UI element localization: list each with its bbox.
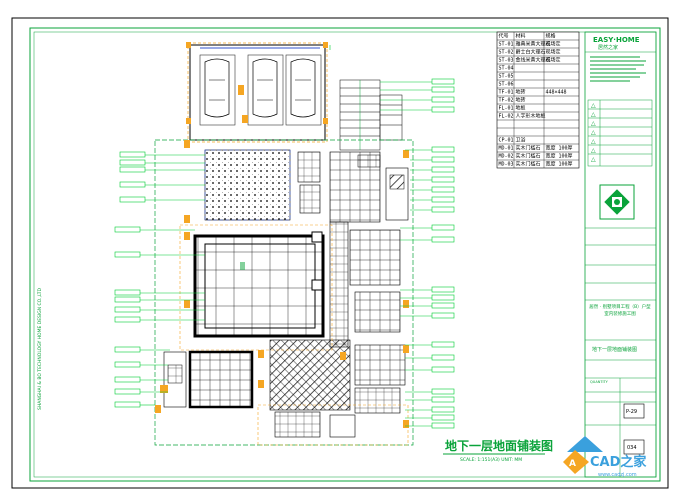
revision-mark: △ bbox=[591, 111, 596, 118]
table-cell: MD-02 bbox=[499, 154, 514, 160]
brand-name: EASY·HOME bbox=[593, 36, 640, 44]
vertical-company-note: SHANGHAI & BO TECHNOLOGY HOME DESIGN CO.… bbox=[37, 287, 43, 410]
table-cell: ST-05 bbox=[499, 74, 514, 80]
table-cell: MD-03 bbox=[499, 162, 514, 168]
watermark-url: www.cadzj.com bbox=[598, 472, 637, 478]
revision-mark: △ bbox=[591, 102, 596, 109]
table-cell: 地砖 bbox=[516, 97, 526, 104]
table-cell: CP-01 bbox=[499, 138, 514, 144]
cad-house-icon: A bbox=[563, 436, 603, 474]
table-header-cell: 材料 bbox=[516, 33, 526, 40]
column-markers bbox=[155, 140, 409, 428]
table-cell: 金线米黄大理石 bbox=[516, 57, 551, 64]
table-cell: 宽度 100厚 bbox=[546, 161, 573, 168]
leaders-left bbox=[114, 151, 205, 408]
table-cell: TF-02 bbox=[499, 98, 514, 104]
table-cell: 爵士白大理石 bbox=[516, 49, 546, 56]
project-name-box: 居然 · 别墅项目工程（B）户型 室内装修施工图 bbox=[589, 305, 651, 317]
svg-text:A: A bbox=[569, 459, 576, 469]
table-cell: FL-01 bbox=[499, 106, 514, 112]
garage-area bbox=[186, 42, 328, 143]
table-cell: 卫浴 bbox=[516, 137, 526, 144]
table-header-cell: 规格 bbox=[546, 33, 556, 40]
revision-mark: △ bbox=[591, 138, 596, 145]
room-diagonal-floor bbox=[269, 339, 351, 411]
table-cell: 实木门槛石 bbox=[516, 145, 541, 152]
revision-mark: △ bbox=[591, 129, 596, 136]
drawing-title-block: 地下一层地面铺装图 SCALE: 1:151(A3) UNIT: MM bbox=[443, 438, 553, 463]
sheet-drawing-name: 地下一层地面铺装图 bbox=[592, 346, 637, 353]
brand-sub: 居然之家 bbox=[598, 44, 618, 51]
building-outline bbox=[154, 139, 414, 446]
table-cell: 现场定 bbox=[546, 57, 561, 64]
revision-mark: △ bbox=[591, 156, 596, 163]
table-cell: 雅典米黄大理石 bbox=[516, 41, 551, 48]
room-lower-right bbox=[274, 344, 406, 438]
table-cell: 人字形木地板 bbox=[516, 113, 546, 120]
leaders-right bbox=[329, 45, 455, 429]
table-cell: ST-01 bbox=[499, 42, 514, 48]
table-cell: TF-01 bbox=[499, 90, 514, 96]
room-main-hall bbox=[193, 231, 325, 338]
page-number: 034 bbox=[627, 445, 637, 451]
project-name: 居然 · 别墅项目工程（B）户型 室内装修施工图 bbox=[589, 305, 651, 317]
revision-mark: △ bbox=[591, 120, 596, 127]
table-cell: ST-04 bbox=[499, 66, 514, 72]
table-cell: 现场定 bbox=[546, 49, 561, 56]
room-small-grid-upper bbox=[297, 151, 409, 223]
table-cell: 实木门槛石 bbox=[516, 161, 541, 168]
table-cell: 现场定 bbox=[546, 41, 561, 48]
watermark: A CAD之家 www.cadzj.com bbox=[563, 436, 647, 478]
room-dotted-floor bbox=[204, 149, 291, 221]
table-header-cell: 代号 bbox=[499, 33, 509, 40]
stair-area bbox=[339, 79, 403, 151]
drawing-scale: SCALE: 1:151(A3) UNIT: MM bbox=[460, 457, 522, 463]
table-cell: 宽度 100厚 bbox=[546, 145, 573, 152]
table-cell: 地板 bbox=[516, 105, 526, 112]
revision-mark: △ bbox=[591, 147, 596, 154]
title-block: EASY·HOME 居然之家 △ △ △ △ △ △ △ bbox=[584, 31, 657, 478]
quantity-label: QUANTITY bbox=[590, 380, 609, 384]
table-cell: MD-01 bbox=[499, 146, 514, 152]
inner-frame bbox=[29, 27, 661, 482]
table-cell: ST-06 bbox=[499, 82, 514, 88]
watermark-text: CAD之家 bbox=[590, 454, 647, 470]
table-cell: 448×448 bbox=[546, 90, 567, 96]
outer-frame bbox=[11, 17, 669, 489]
sheet-code: P-29 bbox=[626, 409, 637, 415]
table-cell: 地砖 bbox=[516, 89, 526, 96]
room-lower-left bbox=[160, 350, 254, 409]
drawing-title: 地下一层地面铺装图 bbox=[445, 438, 553, 453]
table-cell: 宽度 100厚 bbox=[546, 153, 573, 160]
corridor bbox=[329, 221, 401, 348]
table-cell: FL-02 bbox=[499, 114, 514, 120]
table-cell: 实木门槛石 bbox=[516, 153, 541, 160]
table-cell: ST-02 bbox=[499, 50, 514, 56]
table-cell: ST-03 bbox=[499, 58, 514, 64]
company-logo bbox=[599, 184, 635, 220]
